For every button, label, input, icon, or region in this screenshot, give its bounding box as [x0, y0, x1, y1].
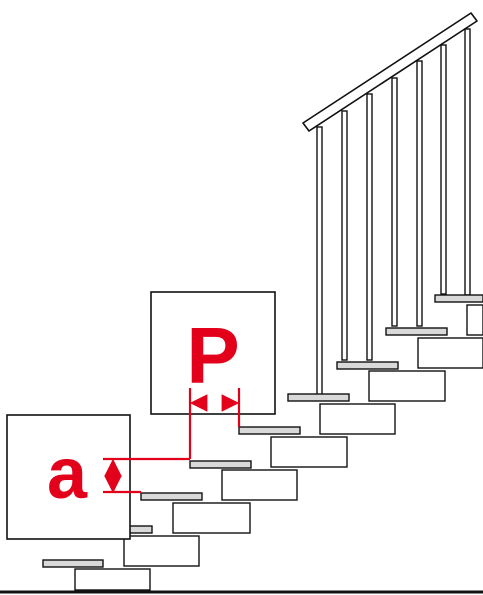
step-block-2 — [123, 535, 200, 567]
balusters — [316, 28, 471, 396]
step-block-8 — [417, 337, 483, 369]
tread-4 — [189, 460, 252, 469]
tread-6 — [287, 393, 350, 402]
going-letter: P — [186, 311, 239, 400]
step-block-7 — [368, 370, 446, 402]
rise-dimension — [103, 457, 190, 494]
tread-5 — [238, 426, 301, 435]
step-block-5 — [270, 436, 348, 468]
tread-1 — [42, 559, 104, 568]
rise-letter: a — [47, 434, 88, 514]
rise-label-box: a — [6, 414, 131, 540]
going-label-box: P — [150, 291, 276, 415]
baluster-4 — [391, 77, 398, 327]
going-dimension — [188, 388, 241, 459]
baluster-7 — [464, 28, 471, 296]
baluster-5 — [416, 60, 423, 327]
baluster-2 — [341, 110, 348, 361]
step-block-4 — [221, 469, 298, 501]
tread-7 — [336, 361, 399, 370]
step-block-3 — [172, 502, 251, 534]
tread-9 — [434, 294, 483, 303]
tread-8 — [385, 327, 448, 336]
handrail — [302, 12, 478, 132]
step-block-1 — [74, 568, 151, 591]
step-block-9 — [466, 304, 483, 336]
baluster-3 — [366, 93, 373, 361]
step-block-6 — [319, 403, 396, 435]
tread-3 — [140, 492, 203, 501]
baluster-1 — [316, 126, 323, 396]
baluster-6 — [440, 44, 447, 295]
stair-steps — [42, 294, 483, 591]
